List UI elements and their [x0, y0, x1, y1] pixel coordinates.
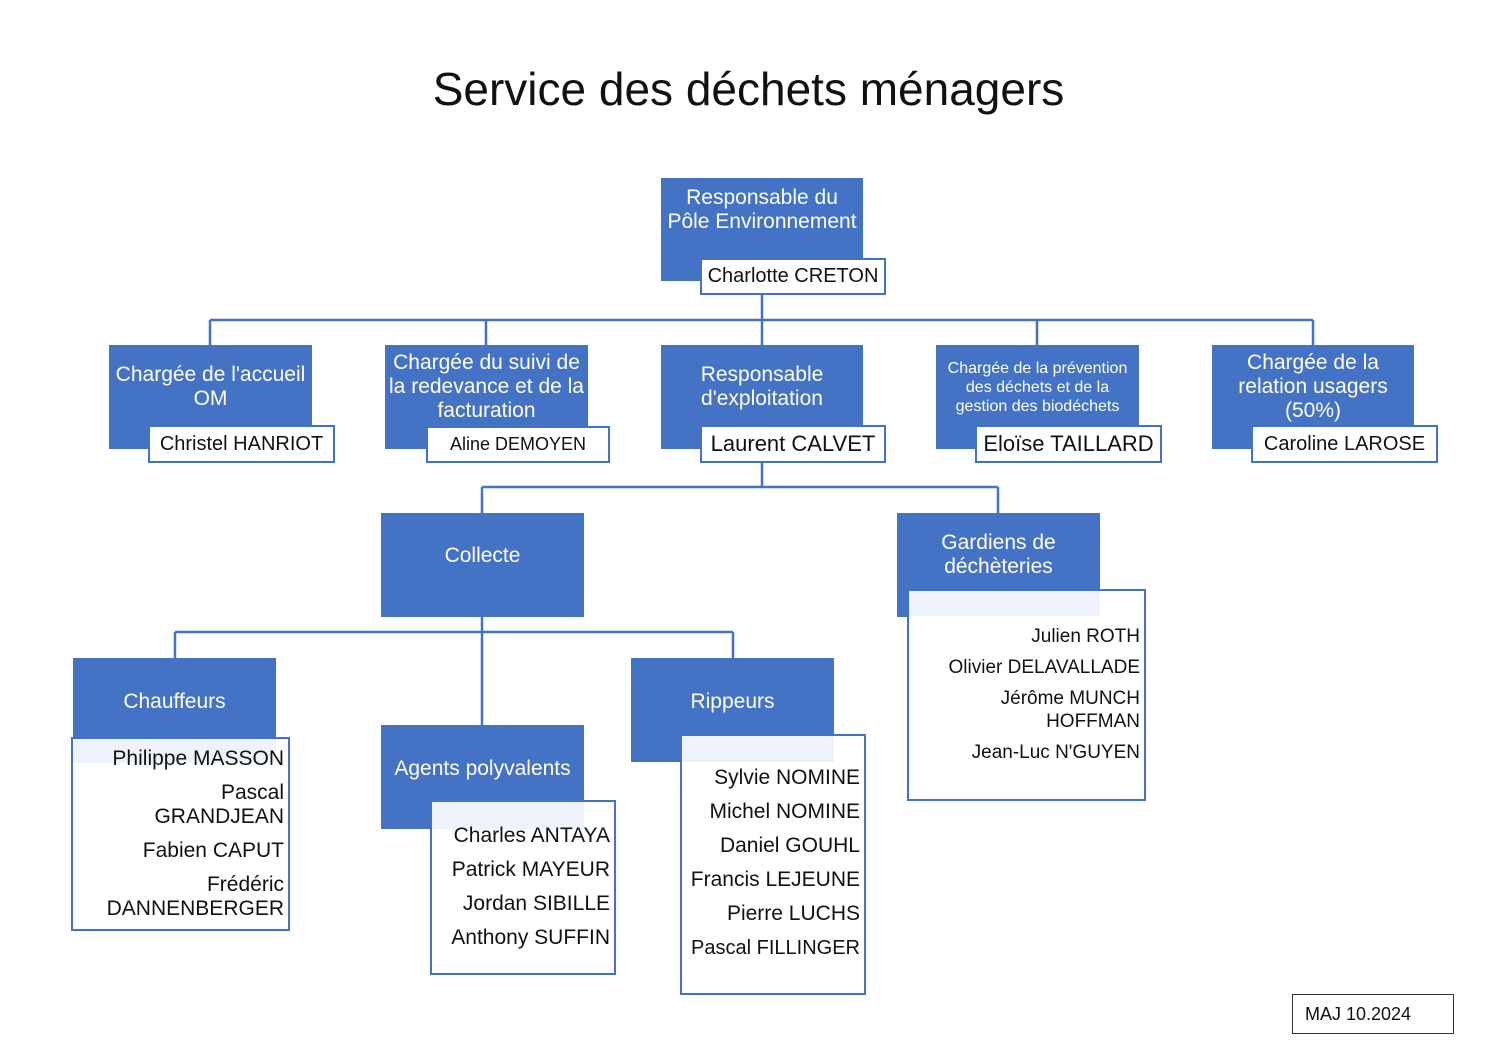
list-item: Patrick MAYEUR	[451, 858, 610, 881]
redevance-name: Aline DEMOYEN	[449, 434, 587, 454]
exploitation-role-box: Responsable d'exploitation	[661, 345, 863, 449]
relation-name: Caroline LAROSE	[1263, 432, 1426, 455]
list-item: Julien ROTH	[1031, 626, 1140, 647]
rippeurs-list: Sylvie NOMINE Michel NOMINE Daniel GOUHL…	[680, 734, 866, 995]
prevention-name-box: Eloïse TAILLARD	[975, 425, 1162, 463]
head-role-box: Responsable du Pôle Environnement	[661, 178, 863, 281]
list-item: Fabien CAPUT	[142, 839, 284, 862]
chauffeurs-label: Chauffeurs	[123, 690, 226, 713]
redevance-name-box: Aline DEMOYEN	[426, 426, 610, 463]
agents-label: Agents polyvalents	[394, 757, 571, 780]
head-role-label: Responsable du Pôle Environnement	[667, 186, 857, 233]
prevention-role-label: Chargée de la prévention des déchets et …	[947, 360, 1128, 415]
head-name: Charlotte CRETON	[707, 265, 879, 287]
accueil-role-label: Chargée de l'accueil OM	[115, 363, 306, 410]
list-item: Jean-Luc N'GUYEN	[971, 742, 1140, 763]
gardiens-label: Gardiens de déchèteries	[941, 531, 1056, 578]
list-item: Jérôme MUNCH HOFFMAN	[1000, 688, 1140, 732]
list-item: Jordan SIBILLE	[462, 892, 610, 915]
list-item: Frédéric DANNENBERGER	[106, 873, 284, 920]
list-item: Charles ANTAYA	[453, 824, 610, 847]
collecte-role-box: Collecte	[381, 513, 584, 617]
list-item: Pierre LUCHS	[726, 902, 860, 925]
relation-role-label: Chargée de la relation usagers (50%)	[1238, 351, 1388, 422]
list-item: Anthony SUFFIN	[451, 926, 610, 949]
list-item: Pascal GRANDJEAN	[154, 781, 284, 828]
accueil-name: Christel HANRIOT	[159, 432, 324, 455]
chauffeurs-list: Philippe MASSON Pascal GRANDJEAN Fabien …	[71, 737, 290, 931]
list-item: Francis LEJEUNE	[690, 868, 860, 891]
accueil-name-box: Christel HANRIOT	[148, 425, 335, 463]
list-item: Pascal FILLINGER	[691, 937, 860, 959]
update-date-label: MAJ 10.2024	[1292, 994, 1454, 1034]
relation-name-box: Caroline LAROSE	[1251, 425, 1438, 463]
list-item: Daniel GOUHL	[719, 834, 860, 857]
list-item: Michel NOMINE	[709, 800, 860, 823]
list-item: Philippe MASSON	[112, 747, 284, 770]
list-item: Sylvie NOMINE	[714, 766, 860, 789]
head-name-box: Charlotte CRETON	[700, 258, 886, 295]
exploitation-name: Laurent CALVET	[710, 431, 876, 456]
prevention-name: Eloïse TAILLARD	[983, 431, 1154, 456]
exploitation-role-label: Responsable d'exploitation	[700, 363, 824, 410]
gardiens-list: Julien ROTH Olivier DELAVALLADE Jérôme M…	[907, 589, 1146, 801]
collecte-label: Collecte	[444, 544, 521, 567]
page-title: Service des déchets ménagers	[432, 63, 1065, 115]
redevance-role-label: Chargée du suivi de la redevance et de l…	[389, 351, 584, 422]
agents-list: Charles ANTAYA Patrick MAYEUR Jordan SIB…	[430, 800, 616, 975]
list-item: Olivier DELAVALLADE	[948, 657, 1140, 678]
exploitation-name-box: Laurent CALVET	[700, 425, 886, 463]
rippeurs-label: Rippeurs	[690, 690, 775, 713]
